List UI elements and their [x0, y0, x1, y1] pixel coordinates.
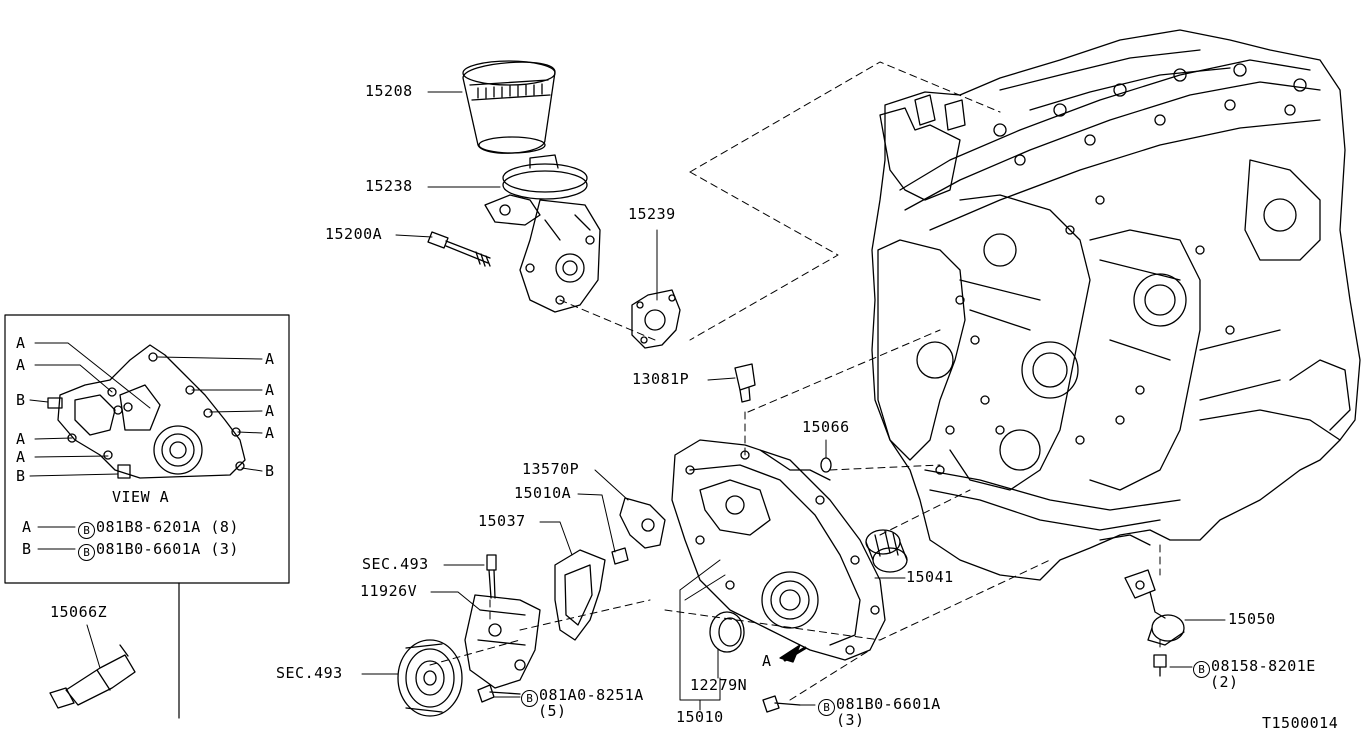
inset-label-right-5: B	[265, 462, 275, 480]
gasket-15037-drawing	[554, 549, 606, 641]
oil-filter-drawing	[462, 60, 556, 154]
bolt-qty-08158: (2)	[1210, 673, 1239, 691]
sleeve-15041-drawing	[865, 529, 908, 573]
strainer-15050-drawing	[1124, 569, 1185, 646]
bolt-qty-081A0: (5)	[538, 702, 567, 720]
part-label-12279N: 12279N	[690, 676, 748, 694]
view-marker-a: A	[762, 652, 772, 670]
section-label-bottom: SEC.493	[276, 664, 343, 682]
part-label-15238: 15238	[365, 177, 413, 195]
dashed-leaders	[429, 61, 1161, 701]
part-label-15050: 15050	[1228, 610, 1276, 628]
part-label-13081P: 13081P	[632, 370, 690, 388]
part-label-15239: 15239	[628, 205, 676, 223]
leader-lines	[361, 91, 1226, 711]
part-label-13570P: 13570P	[522, 460, 580, 478]
inset-label-left-1: A	[16, 334, 26, 352]
sealant-tube-drawing	[49, 624, 136, 709]
inset-label-left-5: A	[16, 448, 26, 466]
part-label-15200A: 15200A	[325, 225, 383, 243]
seal-12279N-drawing	[709, 611, 745, 653]
legend-key-a: A	[22, 518, 32, 536]
circled-b-icon: B	[78, 544, 95, 561]
engine-block-drawing	[871, 29, 1361, 581]
inset-view-a-drawing	[4, 314, 290, 719]
inset-label-right-3: A	[265, 402, 275, 420]
bolt-15010A-drawing	[611, 547, 629, 565]
part-label-15208: 15208	[365, 82, 413, 100]
circled-b-icon: B	[1193, 661, 1210, 678]
dowel-15066-drawing	[820, 457, 832, 473]
bolt-qty-081B0: (3)	[836, 711, 865, 729]
circled-b-icon: B	[78, 522, 95, 539]
bolt-081B0-drawing	[762, 695, 801, 713]
inset-title: VIEW A	[112, 488, 170, 506]
pulley-drawing	[397, 639, 463, 717]
part-label-15041: 15041	[906, 568, 954, 586]
part-label-15037: 15037	[478, 512, 526, 530]
part-label-15010: 15010	[676, 708, 724, 726]
inset-label-right-4: A	[265, 424, 275, 442]
inset-label-right-2: A	[265, 381, 275, 399]
inset-label-left-3: B	[16, 391, 26, 409]
part-label-15066Z: 15066Z	[50, 603, 108, 621]
section-label-top: SEC.493	[362, 555, 429, 573]
bolt-08158-drawing	[1153, 654, 1167, 677]
diagram-id: T1500014	[1262, 714, 1339, 732]
inset-label-left-2: A	[16, 356, 26, 374]
circled-b-icon: B	[818, 699, 835, 716]
gasket-15239-drawing	[631, 289, 681, 349]
bolt-081A0-drawing	[477, 684, 521, 703]
legend-key-b: B	[22, 540, 32, 558]
part-label-15010A: 15010A	[514, 484, 572, 502]
bolt-15200A-drawing	[427, 231, 491, 267]
inset-label-left-6: B	[16, 467, 26, 485]
part-label-11926V: 11926V	[360, 582, 418, 600]
front-cover-drawing	[671, 439, 886, 661]
gasket-13570P-drawing	[619, 497, 666, 549]
inset-label-left-4: A	[16, 430, 26, 448]
part-label-15066: 15066	[802, 418, 850, 436]
inset-label-right-1: A	[265, 350, 275, 368]
bracket-11926V-drawing	[464, 554, 541, 689]
sensor-13081P-drawing	[734, 363, 756, 403]
circled-b-icon: B	[521, 690, 538, 707]
oil-cooler-drawing	[484, 154, 601, 313]
